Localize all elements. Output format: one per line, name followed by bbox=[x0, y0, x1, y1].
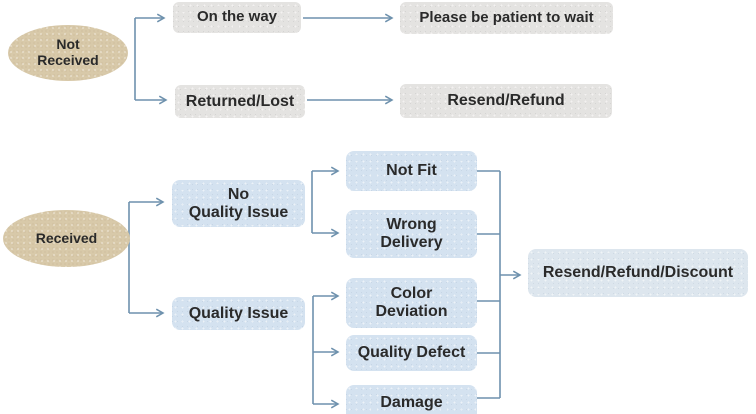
node-please-be-patient: Please be patient to wait bbox=[400, 2, 613, 34]
node-returned-lost: Returned/Lost bbox=[175, 85, 305, 118]
node-on-the-way: On the way bbox=[173, 2, 301, 33]
node-wrong-delivery: Wrong Delivery bbox=[346, 210, 477, 258]
node-resend-refund: Resend/Refund bbox=[400, 84, 612, 118]
node-no-quality-issue: No Quality Issue bbox=[172, 180, 305, 227]
node-color-deviation: Color Deviation bbox=[346, 278, 477, 328]
node-quality-defect: Quality Defect bbox=[346, 335, 477, 371]
node-not-received: Not Received bbox=[8, 25, 128, 81]
node-damage: Damage bbox=[346, 385, 477, 414]
node-resend-refund-discount: Resend/Refund/Discount bbox=[528, 249, 748, 297]
node-not-fit: Not Fit bbox=[346, 151, 477, 191]
node-quality-issue: Quality Issue bbox=[172, 297, 305, 330]
node-received: Received bbox=[3, 210, 130, 267]
